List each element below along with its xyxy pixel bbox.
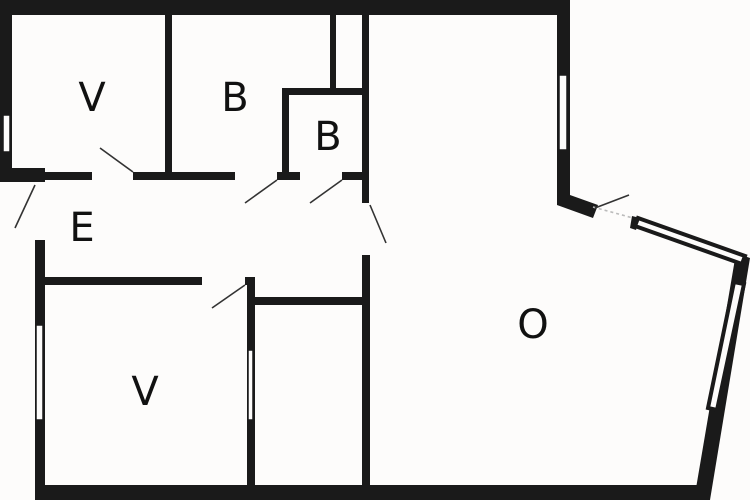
- wall-corridor-4: [342, 172, 367, 180]
- balcony-opening: [592, 206, 634, 219]
- wall-corridor-2: [133, 172, 235, 180]
- wall-smallbath-top: [282, 88, 367, 95]
- window-inner: [247, 349, 254, 421]
- wall-right-corner: [557, 195, 598, 218]
- wall-top: [0, 0, 570, 15]
- room-label-entry: E: [69, 205, 94, 251]
- wall-shaft: [330, 15, 336, 90]
- wall-v-b: [165, 15, 172, 180]
- wall-bedroom-top: [45, 277, 202, 285]
- room-labels: V B B E O V: [69, 75, 548, 415]
- wall-bottom: [35, 485, 697, 500]
- window-left-bottom: [35, 324, 44, 421]
- window-east: [705, 279, 747, 413]
- door-swing-entrance: [14, 184, 36, 229]
- door-swing-bath: [244, 179, 278, 204]
- window-northeast: [632, 215, 748, 267]
- door-swing-bedroom-top: [99, 147, 134, 173]
- wall-closet-top: [255, 297, 365, 305]
- window-left-top: [2, 114, 11, 153]
- wall-living-lower: [362, 255, 370, 487]
- door-swing-living: [369, 204, 387, 244]
- door-swings: [14, 147, 630, 309]
- room-label-bedroom-bottom: V: [131, 369, 159, 415]
- door-swing-balcony: [594, 194, 630, 209]
- wall-left-step: [0, 168, 45, 182]
- wall-smallbath-left: [282, 88, 289, 178]
- room-label-bath-large: B: [221, 75, 248, 121]
- room-label-bath-small: B: [314, 114, 341, 160]
- door-swing-bedroom-bottom: [211, 284, 246, 309]
- window-right-top: [558, 74, 568, 151]
- room-label-living: O: [517, 302, 548, 348]
- wall-left-upper: [0, 0, 12, 182]
- wall-living-upper: [362, 15, 369, 203]
- wall-corridor-1: [45, 172, 92, 180]
- room-label-bedroom-top: V: [78, 75, 106, 121]
- door-swing-small-bath: [309, 179, 343, 204]
- windows: [2, 74, 748, 421]
